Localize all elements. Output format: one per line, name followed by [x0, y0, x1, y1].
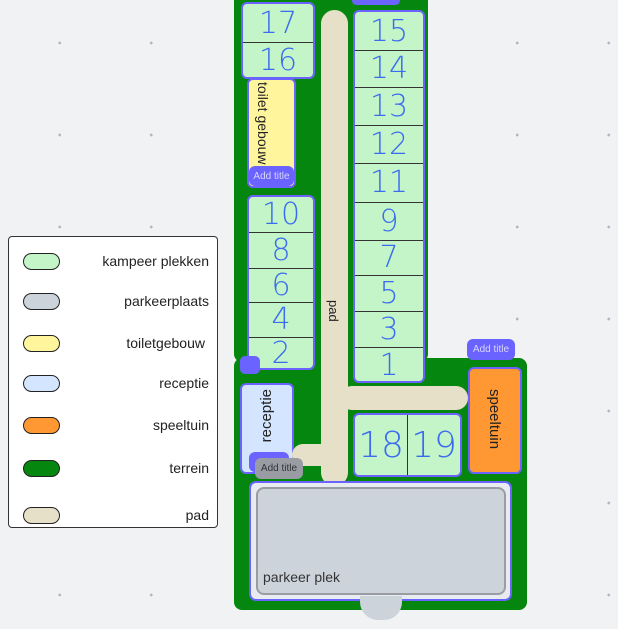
legend-label: pad [185, 507, 209, 523]
legend-item: speeltuin [9, 415, 217, 435]
plot-15[interactable]: 15 [355, 12, 423, 51]
legend-label: kampeer plekken [102, 253, 209, 269]
plot-6[interactable]: 6 [249, 268, 313, 303]
swatch-icon [23, 335, 60, 352]
legend: kampeer plekken parkeerplaats toiletgebo… [8, 236, 218, 528]
frame-tab-left[interactable] [240, 356, 260, 374]
toilet-label: toilet gebouw [255, 82, 271, 165]
plot-11[interactable]: 11 [355, 163, 423, 203]
legend-label: speeltuin [152, 417, 209, 433]
legend-item: toiletgebouw [9, 333, 217, 353]
playground[interactable]: speeltuin [468, 367, 522, 474]
plot-17[interactable]: 17 [243, 4, 313, 43]
plots-left[interactable]: 10 8 6 4 2 [247, 195, 315, 370]
swatch-icon [23, 375, 60, 392]
plot-1[interactable]: 1 [379, 347, 399, 383]
parking-label: parkeer plek [263, 569, 341, 585]
plots-right[interactable]: 15 14 13 12 11 9 7 5 3 1 [353, 10, 425, 383]
plot-7[interactable]: 7 [355, 240, 423, 276]
plots-17-16[interactable]: 17 16 [241, 2, 315, 79]
path-label: pad [326, 300, 341, 322]
frame-tab[interactable] [352, 0, 400, 5]
parking-exit[interactable] [360, 596, 402, 620]
legend-label: terrein [169, 460, 209, 476]
swatch-icon [23, 417, 60, 434]
legend-label: parkeerplaats [124, 293, 209, 309]
plot-8[interactable]: 8 [249, 232, 313, 269]
plot-19[interactable]: 19 [411, 424, 457, 466]
plot-4[interactable]: 4 [249, 302, 313, 338]
legend-label: receptie [159, 375, 209, 391]
swatch-icon [23, 293, 60, 310]
toilet-building[interactable]: toilet gebouw Add title [247, 78, 296, 188]
legend-item: kampeer plekken [9, 251, 217, 271]
swatch-icon [23, 507, 60, 524]
swatch-icon [23, 460, 60, 477]
path-to-reception[interactable] [292, 444, 348, 466]
add-title-button[interactable]: Add title [467, 339, 515, 360]
plot-5[interactable]: 5 [355, 275, 423, 312]
plot-3[interactable]: 3 [355, 311, 423, 348]
legend-item: receptie [9, 373, 217, 393]
legend-item: parkeerplaats [9, 291, 217, 311]
plot-16[interactable]: 16 [258, 43, 298, 78]
plot-10[interactable]: 10 [249, 197, 313, 233]
plot-13[interactable]: 13 [355, 87, 423, 126]
plot-18[interactable]: 18 [358, 424, 404, 466]
legend-item: pad [9, 505, 217, 525]
add-title-button[interactable]: Add title [255, 458, 303, 479]
legend-item: terrein [9, 458, 217, 478]
playground-label: speeltuin [486, 389, 503, 450]
plot-14[interactable]: 14 [355, 50, 423, 88]
add-title-button[interactable]: Add title [249, 166, 294, 186]
path-vertical[interactable]: pad [321, 10, 348, 486]
path-horizontal[interactable] [340, 386, 468, 410]
reception-label: receptie [258, 389, 275, 443]
plot-9[interactable]: 9 [355, 202, 423, 241]
swatch-icon [23, 253, 60, 270]
plot-12[interactable]: 12 [355, 125, 423, 164]
parking-area[interactable]: parkeer plek [249, 481, 512, 601]
plot-2[interactable]: 2 [271, 336, 291, 370]
plots-bottom[interactable]: 18 19 [353, 413, 462, 477]
legend-label: toiletgebouw [126, 335, 205, 351]
